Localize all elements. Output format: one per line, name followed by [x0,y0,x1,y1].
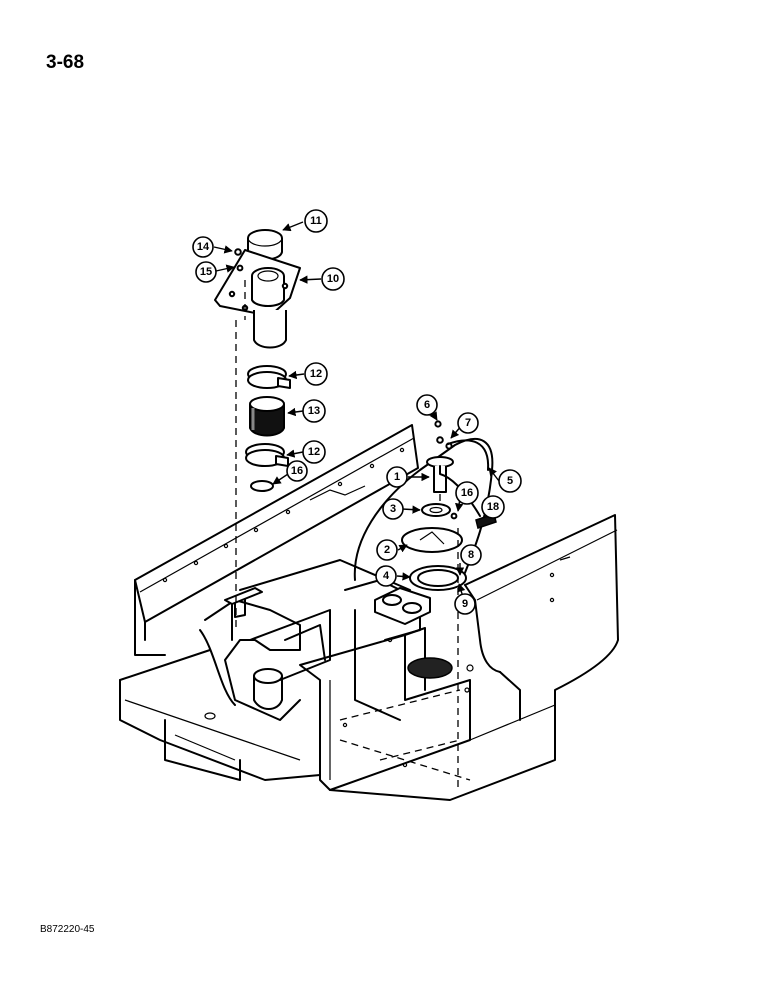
sender-assembly [401,420,497,790]
gasket [421,503,451,517]
svg-text:2: 2 [384,544,390,556]
callout-10: 10 [321,267,345,291]
svg-text:10: 10 [327,273,339,285]
svg-text:12: 12 [310,368,322,380]
svg-text:16: 16 [461,487,473,499]
filler-neck-assembly [214,229,301,630]
callout-12-upper: 12 [304,362,328,386]
callout-6: 6 [416,394,438,416]
frame-rivets [162,447,408,768]
callout-14: 16 [286,460,308,482]
callout-12-lower: 12 [302,440,326,464]
svg-text:8: 8 [468,549,474,561]
callout-9: 9 [454,593,476,615]
svg-text:18: 18 [487,501,499,513]
svg-text:15: 15 [200,266,212,278]
svg-text:6: 6 [424,399,430,411]
svg-text:5: 5 [507,475,513,487]
page-number: 3-68 [46,52,85,73]
chassis-frame [119,424,619,801]
svg-text:4: 4 [383,570,390,582]
washer [236,264,244,272]
svg-text:11: 11 [310,215,322,227]
callout-2: 2 [376,539,398,561]
callout-5: 5 [498,469,522,493]
mounting-plate [401,527,463,553]
svg-text:1: 1 [394,471,400,483]
callout-8: 8 [460,544,482,566]
svg-text:3: 3 [390,503,396,515]
hose [249,404,285,437]
svg-text:13: 13 [308,405,320,417]
callout-17: 16 [455,481,479,505]
svg-text:12: 12 [308,446,320,458]
callout-15: 14 [192,236,214,258]
callout-11: 11 [304,209,328,233]
ring [250,480,274,492]
callout-13: 13 [302,399,326,423]
callout-16: 15 [195,261,217,283]
screw [234,248,242,256]
figure-code: B872220-45 [40,924,95,935]
callout-18: 18 [481,495,505,519]
svg-text:14: 14 [197,241,210,253]
wire [447,439,490,471]
callout-3: 3 [382,498,404,520]
svg-text:16: 16 [291,465,303,477]
callout-1: 1 [386,466,408,488]
callout-4: 4 [375,565,397,587]
svg-text:9: 9 [462,598,468,610]
svg-text:7: 7 [465,417,471,429]
callout-7: 7 [457,412,479,434]
